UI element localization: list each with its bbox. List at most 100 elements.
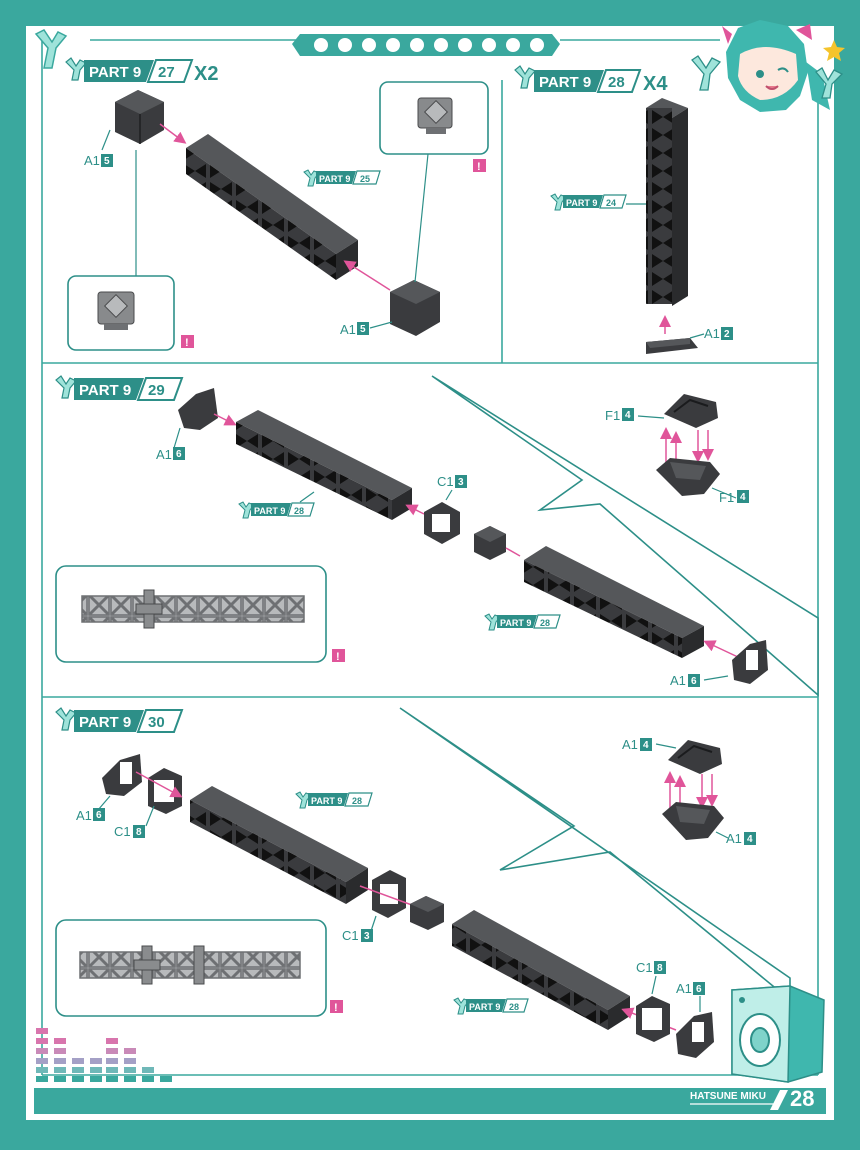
- step-30: PART 9 30 A1 6 C1 8: [55, 707, 791, 1058]
- truss-beam: [186, 134, 358, 280]
- label-a1: A1: [704, 326, 720, 341]
- badge-4-text: 4: [740, 492, 746, 503]
- assembly-arrow: [343, 260, 391, 291]
- badge-6-text: 6: [96, 810, 102, 821]
- assembly-arrow: [505, 547, 521, 557]
- step-27-number: 27: [158, 64, 175, 81]
- assembly-arrow: [213, 413, 237, 426]
- label-a1: A1: [676, 981, 692, 996]
- part-ref-28: PART 9 28: [484, 613, 561, 631]
- part-ref-28: PART 9 28: [238, 501, 315, 519]
- warning-icon: [181, 335, 194, 348]
- ref-part-label: PART 9: [254, 506, 285, 516]
- assembly-arrow: [405, 504, 425, 516]
- step-28-part-label: PART 9: [539, 74, 591, 91]
- step-28-multiplier: X4: [643, 73, 668, 95]
- part-ref-25: PART 9 25: [303, 169, 381, 187]
- warning-icon: [332, 649, 345, 662]
- ref-part-label: PART 9: [566, 198, 597, 208]
- label-a1: A1: [76, 808, 92, 823]
- assembly-arrow: [135, 771, 183, 798]
- ref-number-28: 28: [294, 506, 304, 516]
- square-collar: [636, 996, 670, 1042]
- label-a1: A1: [622, 737, 638, 752]
- truss-beam: [524, 546, 704, 658]
- step-30-header: PART 9 30: [55, 707, 184, 733]
- detail-cube-view: [97, 291, 135, 330]
- ref-number-25: 25: [360, 174, 370, 184]
- badge-3-text: 3: [458, 477, 464, 488]
- panel-frame: [41, 40, 819, 1076]
- warning-icon: [330, 1000, 343, 1013]
- brand-name: HATSUNE MIKU: [690, 1091, 766, 1102]
- ref-part-label: PART 9: [319, 174, 350, 184]
- step-28: PART 9 28 X4 PART 9 24: [514, 65, 733, 354]
- base-plate: [646, 338, 698, 354]
- label-c1: C1: [636, 960, 653, 975]
- bracket-part: [676, 1012, 714, 1058]
- label-a1: A1: [156, 447, 172, 462]
- badge-8-text: 8: [136, 827, 142, 838]
- warning-text: !: [477, 161, 481, 173]
- step-28-number: 28: [608, 74, 625, 91]
- badge-6-text: 6: [691, 676, 697, 687]
- cap-bottom: [662, 802, 724, 840]
- ref-number-28: 28: [540, 618, 550, 628]
- ref-number-28: 28: [509, 1002, 519, 1012]
- badge-2-text: 2: [724, 329, 730, 340]
- assembly-arrow: [703, 640, 741, 659]
- page-number: 28: [790, 1086, 815, 1111]
- warning-text: !: [185, 337, 189, 349]
- truss-beam: [190, 786, 368, 904]
- corner-y-icon: [34, 29, 68, 69]
- step-30-number: 30: [148, 714, 165, 731]
- badge-6-text: 6: [176, 449, 182, 460]
- ref-part-label: PART 9: [469, 1002, 500, 1012]
- badge-3-text: 3: [364, 931, 370, 942]
- badge-8-text: 8: [657, 963, 663, 974]
- equalizer-decoration: [36, 1028, 172, 1082]
- detail-beam-gray: [79, 945, 301, 985]
- speech-callout: [431, 375, 819, 697]
- badge-4-text: 4: [747, 834, 753, 845]
- badge-5-text: 5: [104, 156, 110, 167]
- ref-part-label: PART 9: [500, 618, 531, 628]
- step-27-multiplier: X2: [194, 63, 218, 85]
- step-29-part-label: PART 9: [79, 382, 131, 399]
- part-ref-28: PART 9 28: [295, 791, 373, 809]
- bracket-part: [178, 319, 218, 430]
- step-29-number: 29: [148, 382, 165, 399]
- part-ref-28: PART 9 28: [453, 997, 529, 1015]
- label-f1: F1: [719, 490, 734, 505]
- detail-beam-gray: [81, 589, 305, 629]
- speaker-icon: [731, 985, 825, 1083]
- truss-beam: [452, 910, 630, 1030]
- cap-top: [668, 740, 722, 774]
- step-27-part-label: PART 9: [89, 64, 141, 81]
- ref-part-label: PART 9: [311, 796, 342, 806]
- top-dots-band: [90, 34, 720, 56]
- ref-number-28: 28: [352, 796, 362, 806]
- ref-number-24: 24: [606, 198, 616, 208]
- badge-6-text: 6: [696, 984, 702, 995]
- step-28-header: PART 9 28 X4: [514, 65, 668, 95]
- step-29: PART 9 29 A1 6 PART 9: [55, 319, 819, 697]
- badge-5: [101, 154, 113, 167]
- footer-band: [34, 1088, 826, 1114]
- warning-icon: [473, 159, 486, 172]
- character-mascot: [691, 20, 845, 112]
- square-collar: [148, 768, 182, 814]
- truss-beam: [236, 410, 412, 520]
- cap-top: [664, 394, 718, 428]
- step-27: PART 9 27 X2 A1 5: [65, 57, 489, 351]
- step-29-header: PART 9 29: [55, 375, 184, 401]
- badge-4-text: 4: [625, 410, 631, 421]
- badge-4-text: 4: [643, 740, 649, 751]
- square-collar: [424, 502, 460, 544]
- part-ref-24: PART 9 24: [550, 193, 627, 211]
- detail-cube-view: [417, 97, 453, 134]
- label-f1: F1: [605, 408, 620, 423]
- warning-text: !: [334, 1002, 338, 1014]
